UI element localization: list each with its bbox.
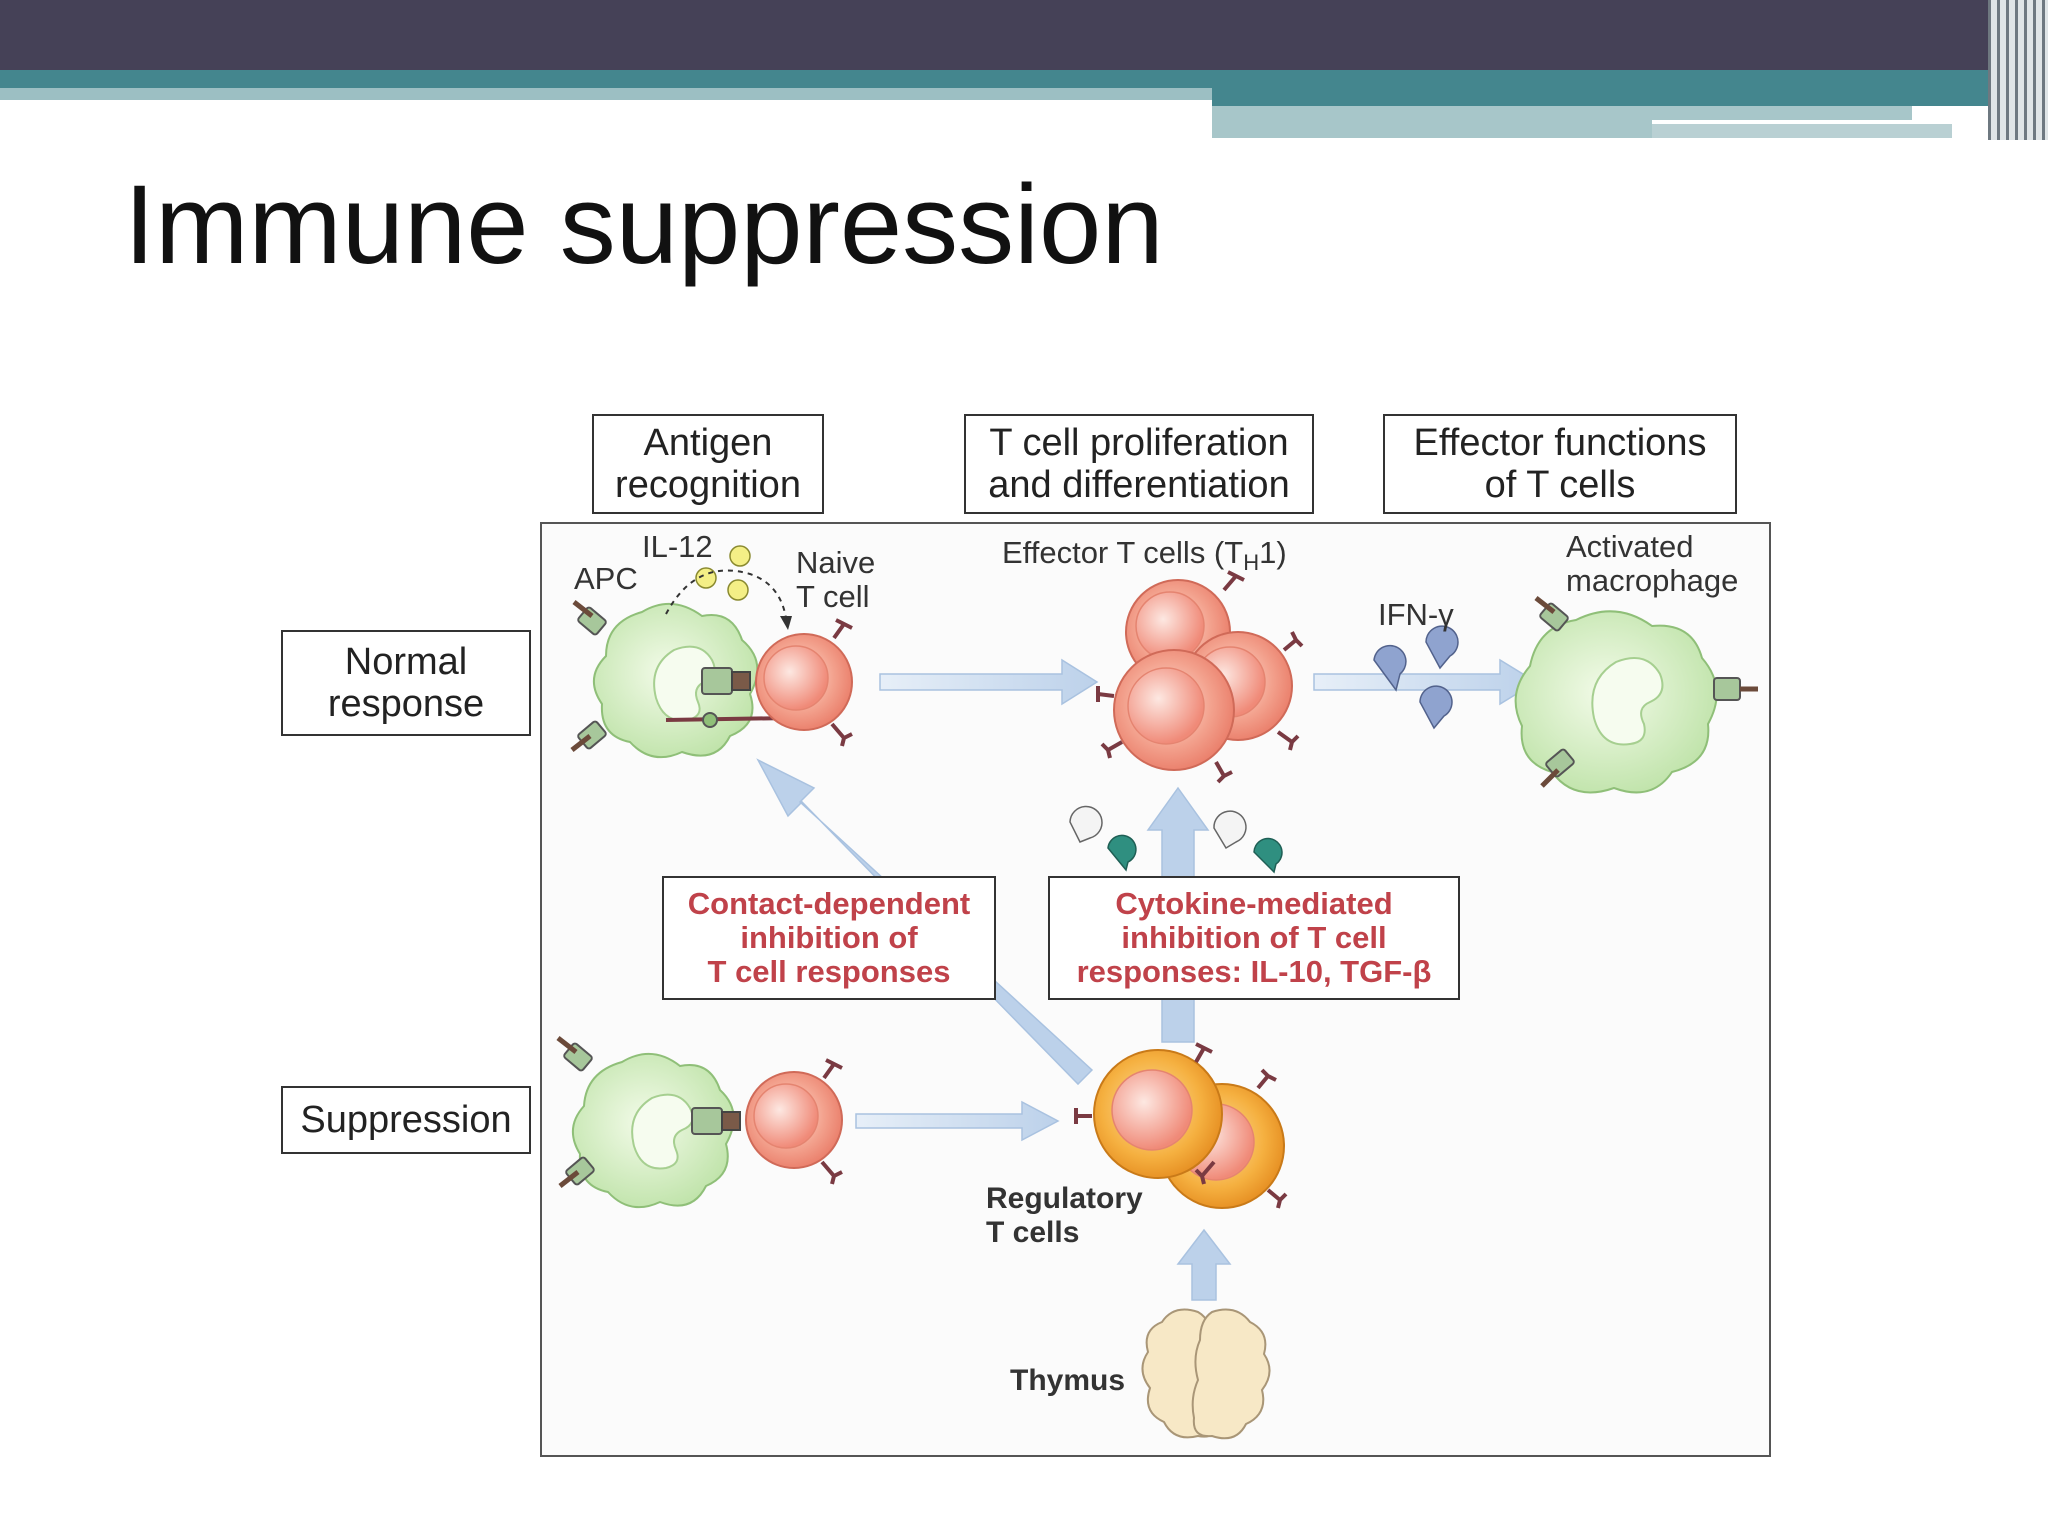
receptor-icon xyxy=(570,600,791,752)
label-regulatory-t-cells: Regulatory T cells xyxy=(986,1182,1143,1249)
header-effector-functions: Effector functions of T cells xyxy=(1383,414,1737,514)
cytokine-icon xyxy=(665,545,792,630)
thymus-icon xyxy=(1141,1308,1271,1440)
label-naive-t-cell: Naive T cell xyxy=(796,545,876,614)
label-activated-macrophage: Activated macrophage xyxy=(1566,529,1739,598)
label-effector-main: Effector T cells (T xyxy=(1002,535,1244,570)
header-teal-band xyxy=(0,70,2048,88)
label-ifn-gamma: IFN-γ xyxy=(1378,597,1454,632)
header-strip xyxy=(1212,106,1912,120)
box-contact-dependent-inhibition: Contact-dependent inhibition of T cell r… xyxy=(662,876,996,1000)
apc-cell-icon xyxy=(556,1036,741,1209)
label-effector-end: 1) xyxy=(1259,535,1287,570)
macrophage-icon xyxy=(1514,596,1758,794)
box-cytokine-mediated-inhibition: Cytokine-mediated inhibition of T cell r… xyxy=(1048,876,1460,1000)
label-il12: IL-12 xyxy=(642,529,713,564)
regulatory-t-cell-icon xyxy=(1074,1042,1288,1209)
header-strip xyxy=(1212,120,1652,138)
header-strip xyxy=(1652,124,1952,138)
header-vertical-bars xyxy=(1988,0,2048,140)
slide-title: Immune suppression xyxy=(124,162,1164,287)
row-label-normal-response: Normal response xyxy=(281,630,531,736)
header-dark-band xyxy=(0,0,2048,70)
cytokine-icon xyxy=(1373,625,1459,730)
header-light-band xyxy=(0,88,1212,100)
arrow-suppression-apc-to-tcell xyxy=(855,1100,1060,1142)
arrow-naive-to-effector xyxy=(879,658,1099,706)
label-effector-subscript: H xyxy=(1243,550,1260,576)
naive-t-cell-icon xyxy=(755,618,853,747)
diagram-frame xyxy=(540,522,1771,1457)
naive-t-cell-icon xyxy=(745,1058,843,1185)
header-proliferation: T cell proliferation and differentiation xyxy=(964,414,1314,514)
arrow-thymus-to-regulatory xyxy=(1176,1228,1232,1301)
header-teal-band-right xyxy=(1212,88,1992,106)
label-thymus: Thymus xyxy=(1010,1364,1126,1397)
effector-t-cell-icon xyxy=(1096,570,1304,784)
label-apc: APC xyxy=(574,561,638,596)
row-label-suppression: Suppression xyxy=(281,1086,531,1154)
label-effector-t-cells: Effector T cells (TH1) xyxy=(1002,536,1287,580)
header-antigen-recognition: Antigen recognition xyxy=(592,414,824,514)
cytokine-icon xyxy=(1069,805,1283,874)
